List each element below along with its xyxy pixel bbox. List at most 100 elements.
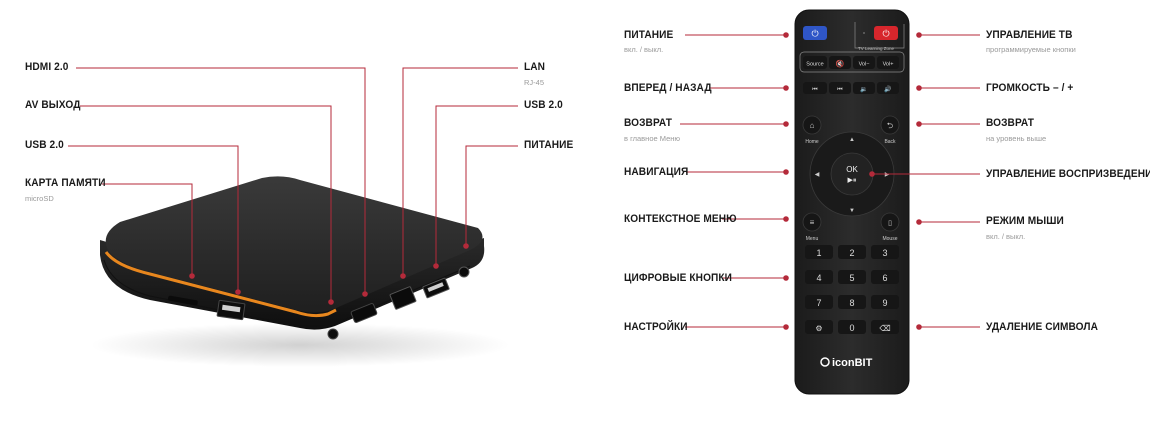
home-icon: ⌂ xyxy=(810,121,815,130)
digit-7-label: 7 xyxy=(816,298,821,308)
next-icon: ⏮ xyxy=(837,87,843,93)
digit-7-button[interactable] xyxy=(805,295,833,309)
label-memcard: КАРТА ПАМЯТИ xyxy=(25,177,106,189)
mouse-icon: ▯ xyxy=(888,220,892,227)
microsd-slot xyxy=(168,295,198,306)
vol-up-button[interactable] xyxy=(877,82,899,94)
dot-power-box xyxy=(463,243,469,249)
back-label: Back xyxy=(884,139,896,145)
source-button[interactable] xyxy=(803,56,827,69)
leader-hdmi xyxy=(76,67,366,294)
dpad-down-icon: ▼ xyxy=(849,208,855,214)
tv-learning-label: TV Learning Zone xyxy=(858,46,895,51)
leader-usb-left xyxy=(68,145,239,292)
label-r-settings: НАСТРОЙКИ xyxy=(624,321,688,333)
usb-port-front-inner xyxy=(221,304,241,313)
label-usb-left: USB 2.0 xyxy=(25,139,64,151)
back-button[interactable] xyxy=(880,115,900,135)
ok-button[interactable] xyxy=(830,152,874,196)
label-r-back-right-sub: на уровень выше xyxy=(986,134,1047,143)
label-hdmi: HDMI 2.0 xyxy=(25,61,69,73)
menu-label: Menu xyxy=(806,236,819,242)
label-r-fwd: ВПЕРЕД / НАЗАД xyxy=(624,82,712,94)
digit-2-button[interactable] xyxy=(838,245,866,259)
remote-leader-dots xyxy=(783,32,922,330)
dot-av xyxy=(328,299,334,305)
dot-usb-right xyxy=(433,263,439,269)
label-r-playback: УПРАВЛЕНИЕ ВОСПРИЗВЕДЕНИЕМ xyxy=(986,168,1150,180)
dot-usb-left xyxy=(235,289,241,295)
dot-r-digits xyxy=(783,275,789,281)
mouse-button[interactable] xyxy=(880,212,900,232)
ok-label: OK xyxy=(846,165,858,174)
remote-control: TV Learning Zone ⏻ ⏻ Source 🔇 Vol− Vol+ … xyxy=(794,9,910,395)
vol-down-button[interactable] xyxy=(853,82,875,94)
power-icon-blue: ⏻ xyxy=(811,29,818,39)
label-r-digits: ЦИФРОВЫЕ КНОПКИ xyxy=(624,272,733,284)
back-icon: ⮌ xyxy=(887,121,893,130)
label-r-back-left-sub: в главное Меню xyxy=(624,134,681,143)
digit-6-button[interactable] xyxy=(871,270,899,284)
digit-3-label: 3 xyxy=(882,248,887,258)
leader-usb-right xyxy=(435,105,518,266)
settings-button[interactable] xyxy=(805,320,833,334)
dot-r-settings xyxy=(783,324,789,330)
power-button-red[interactable] xyxy=(874,26,898,40)
label-r-back-right: ВОЗВРАТ xyxy=(986,117,1035,129)
delete-button[interactable] xyxy=(871,320,899,334)
digit-5-label: 5 xyxy=(849,273,854,283)
label-r-volume: ГРОМКОСТЬ – / + xyxy=(986,82,1074,94)
mute-icon: 🔇 xyxy=(836,59,845,68)
mute-button[interactable] xyxy=(829,56,851,69)
hdmi-port xyxy=(350,303,378,323)
digit-4-label: 4 xyxy=(816,273,821,283)
digit-1-button[interactable] xyxy=(805,245,833,259)
power-button-blue[interactable] xyxy=(803,26,827,40)
home-button[interactable] xyxy=(802,115,822,135)
digit-3-button[interactable] xyxy=(871,245,899,259)
tv-vol-minus-label: Vol− xyxy=(859,62,870,68)
digit-0-button[interactable] xyxy=(838,320,866,334)
dot-r-context xyxy=(783,216,789,222)
prev-button[interactable] xyxy=(803,82,827,94)
remote-leader-lines xyxy=(680,34,980,328)
power-port xyxy=(458,266,470,278)
box-leader-lines xyxy=(68,67,518,302)
digit-5-button[interactable] xyxy=(838,270,866,284)
tv-vol-plus-button[interactable] xyxy=(877,56,899,69)
digit-4-button[interactable] xyxy=(805,270,833,284)
source-label: Source xyxy=(806,62,823,68)
label-usb-right: USB 2.0 xyxy=(524,99,563,111)
label-r-tv-sub: программируемые кнопки xyxy=(986,45,1076,54)
next-button[interactable] xyxy=(829,82,851,94)
usb-port-back-inner xyxy=(427,282,444,292)
dot-hdmi xyxy=(362,291,368,297)
label-r-mouse: РЕЖИМ МЫШИ xyxy=(986,215,1064,227)
dot-memcard xyxy=(189,273,195,279)
box-front-body xyxy=(100,238,485,330)
digit-8-button[interactable] xyxy=(838,295,866,309)
backspace-icon: ⌫ xyxy=(879,324,890,333)
label-power-box: ПИТАНИЕ xyxy=(524,139,574,151)
dpad-up-icon: ▲ xyxy=(849,137,855,143)
tv-source-zone xyxy=(799,51,905,73)
menu-button[interactable] xyxy=(802,212,822,232)
dpad-left-icon: ◀ xyxy=(815,172,820,178)
dot-r-back-right xyxy=(916,121,922,127)
box-orange-strip xyxy=(104,251,337,318)
tv-vol-minus-button[interactable] xyxy=(853,56,875,69)
dot-r-fwd xyxy=(783,85,789,91)
set-top-box xyxy=(90,176,510,367)
label-r-tv: УПРАВЛЕНИЕ ТВ xyxy=(986,29,1073,41)
digit-9-button[interactable] xyxy=(871,295,899,309)
tv-vol-plus-label: Vol+ xyxy=(883,62,894,68)
box-top xyxy=(105,176,483,313)
tv-learning-zone xyxy=(854,22,905,49)
menu-icon: ≡ xyxy=(810,218,815,227)
label-r-delete: УДАЛЕНИЕ СИМВОЛА xyxy=(986,321,1098,333)
digit-9-label: 9 xyxy=(882,298,887,308)
gear-icon: ⚙ xyxy=(815,324,822,333)
box-leader-dots xyxy=(189,243,469,305)
dot-r-power xyxy=(783,32,789,38)
